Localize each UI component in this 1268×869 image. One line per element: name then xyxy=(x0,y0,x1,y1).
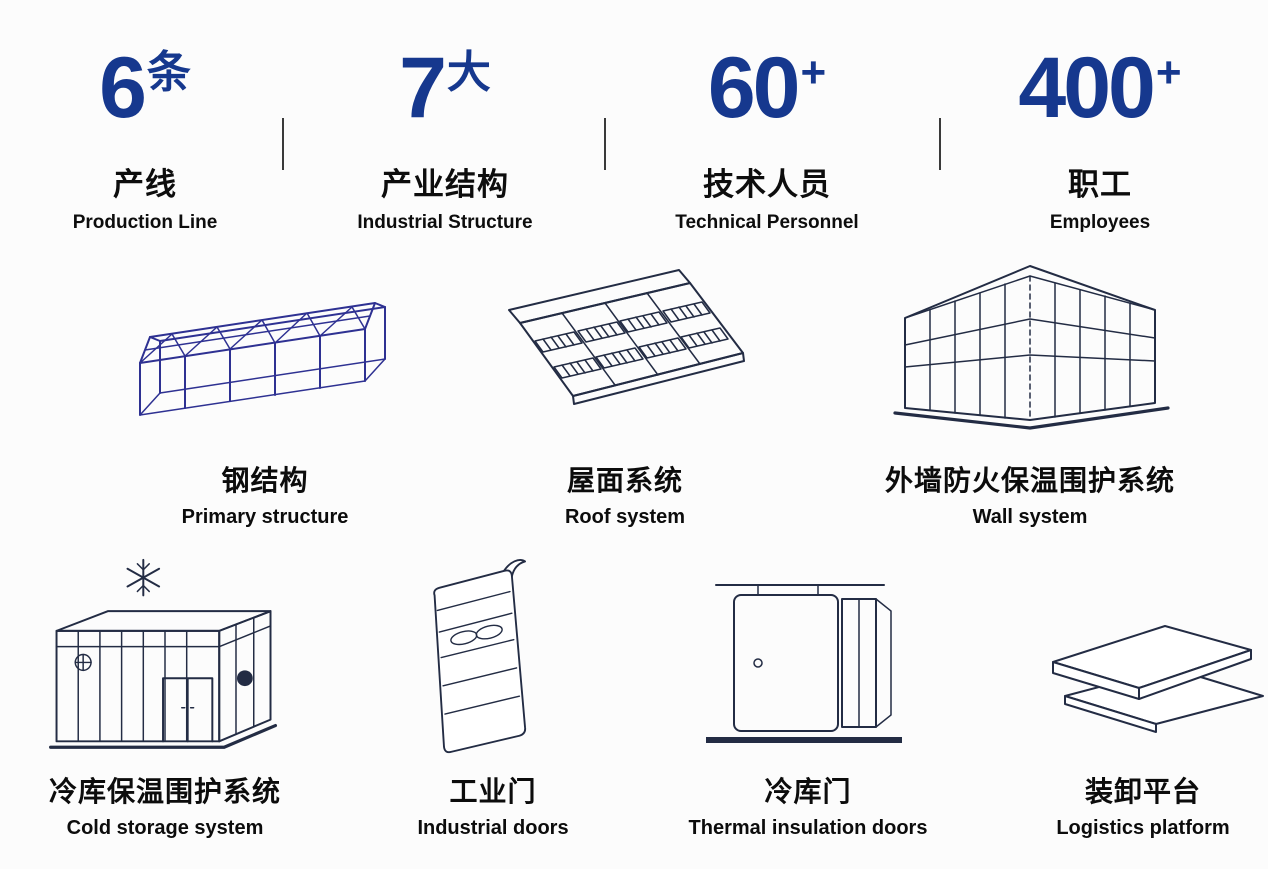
stat-industrial-structure: 7大 产业结构 Industrial Structure xyxy=(325,44,565,234)
stat-label-zh: 职工 xyxy=(1068,167,1132,202)
product-wall-system: 外墙防火保温围护系统 Wall system xyxy=(865,248,1195,529)
product-cold-storage: 冷库保温围护系统 Cold storage system xyxy=(15,552,315,840)
product-label-en: Cold storage system xyxy=(66,817,264,839)
product-label-zh: 冷库门 xyxy=(764,776,852,807)
roof-system-icon xyxy=(508,269,745,405)
product-label-zh: 屋面系统 xyxy=(566,465,683,496)
product-illustration xyxy=(668,552,948,764)
product-dock-leveler: 装卸平台 Logistics platform xyxy=(1013,552,1268,840)
stats-divider xyxy=(939,118,941,170)
industrial-door-icon xyxy=(433,559,527,754)
product-label-zh: 装卸平台 xyxy=(1084,776,1201,807)
product-label-en: Primary structure xyxy=(181,506,349,528)
stat-value: 60 xyxy=(707,40,801,136)
product-illustration xyxy=(475,248,775,453)
product-label-zh: 工业门 xyxy=(449,776,537,807)
product-label-zh: 冷库保温围护系统 xyxy=(48,776,281,807)
product-illustration xyxy=(15,552,315,764)
thermal-door-icon xyxy=(706,584,902,743)
stat-label-zh: 产业结构 xyxy=(381,167,509,202)
product-illustration xyxy=(865,248,1195,453)
stat-label-en: Technical Personnel xyxy=(675,212,859,233)
stat-unit: 条 xyxy=(146,48,191,97)
product-illustration xyxy=(1013,552,1268,764)
stats-divider xyxy=(604,118,606,170)
product-label-en: Thermal insulation doors xyxy=(688,817,928,839)
stat-unit: + xyxy=(800,48,827,97)
stat-label-zh: 产线 xyxy=(113,167,177,202)
product-label-en: Logistics platform xyxy=(1056,817,1230,839)
stat-value: 6 xyxy=(99,40,147,136)
snowflake-icon xyxy=(126,558,161,597)
stat-production-line: 6条 产线 Production Line xyxy=(35,44,255,234)
stat-number: 6条 xyxy=(35,44,255,157)
stat-number: 60+ xyxy=(647,44,887,157)
stat-value: 7 xyxy=(399,40,447,136)
stat-number: 7大 xyxy=(325,44,565,157)
stats-divider xyxy=(282,118,284,170)
product-label-en: Roof system xyxy=(564,506,686,528)
stat-label-zh: 技术人员 xyxy=(703,167,831,202)
stat-label-en: Production Line xyxy=(72,212,218,233)
stat-unit: 大 xyxy=(446,48,491,97)
product-label-zh: 外墙防火保温围护系统 xyxy=(884,465,1175,496)
product-industrial-door: 工业门 Industrial doors xyxy=(373,552,613,840)
stat-label-en: Industrial Structure xyxy=(357,212,533,233)
cold-storage-icon xyxy=(49,558,278,749)
stat-unit: + xyxy=(1155,48,1182,97)
steel-structure-icon xyxy=(139,302,386,416)
product-label-zh: 钢结构 xyxy=(221,465,309,496)
product-illustration xyxy=(373,552,613,764)
dock-leveler-icon xyxy=(1052,625,1264,733)
product-steel-structure: 钢结构 Primary structure xyxy=(105,248,425,529)
product-label-en: Wall system xyxy=(972,506,1088,528)
product-roof-system: 屋面系统 Roof system xyxy=(475,248,775,529)
stat-value: 400 xyxy=(1018,40,1155,136)
stat-label-en: Employees xyxy=(1049,212,1151,233)
product-label-en: Industrial doors xyxy=(417,817,569,839)
wall-system-icon xyxy=(893,265,1170,430)
product-illustration xyxy=(105,248,425,453)
product-thermal-door: 冷库门 Thermal insulation doors xyxy=(668,552,948,840)
stat-number: 400+ xyxy=(990,44,1210,157)
stat-employees: 400+ 职工 Employees xyxy=(990,44,1210,234)
stat-technical-personnel: 60+ 技术人员 Technical Personnel xyxy=(647,44,887,234)
